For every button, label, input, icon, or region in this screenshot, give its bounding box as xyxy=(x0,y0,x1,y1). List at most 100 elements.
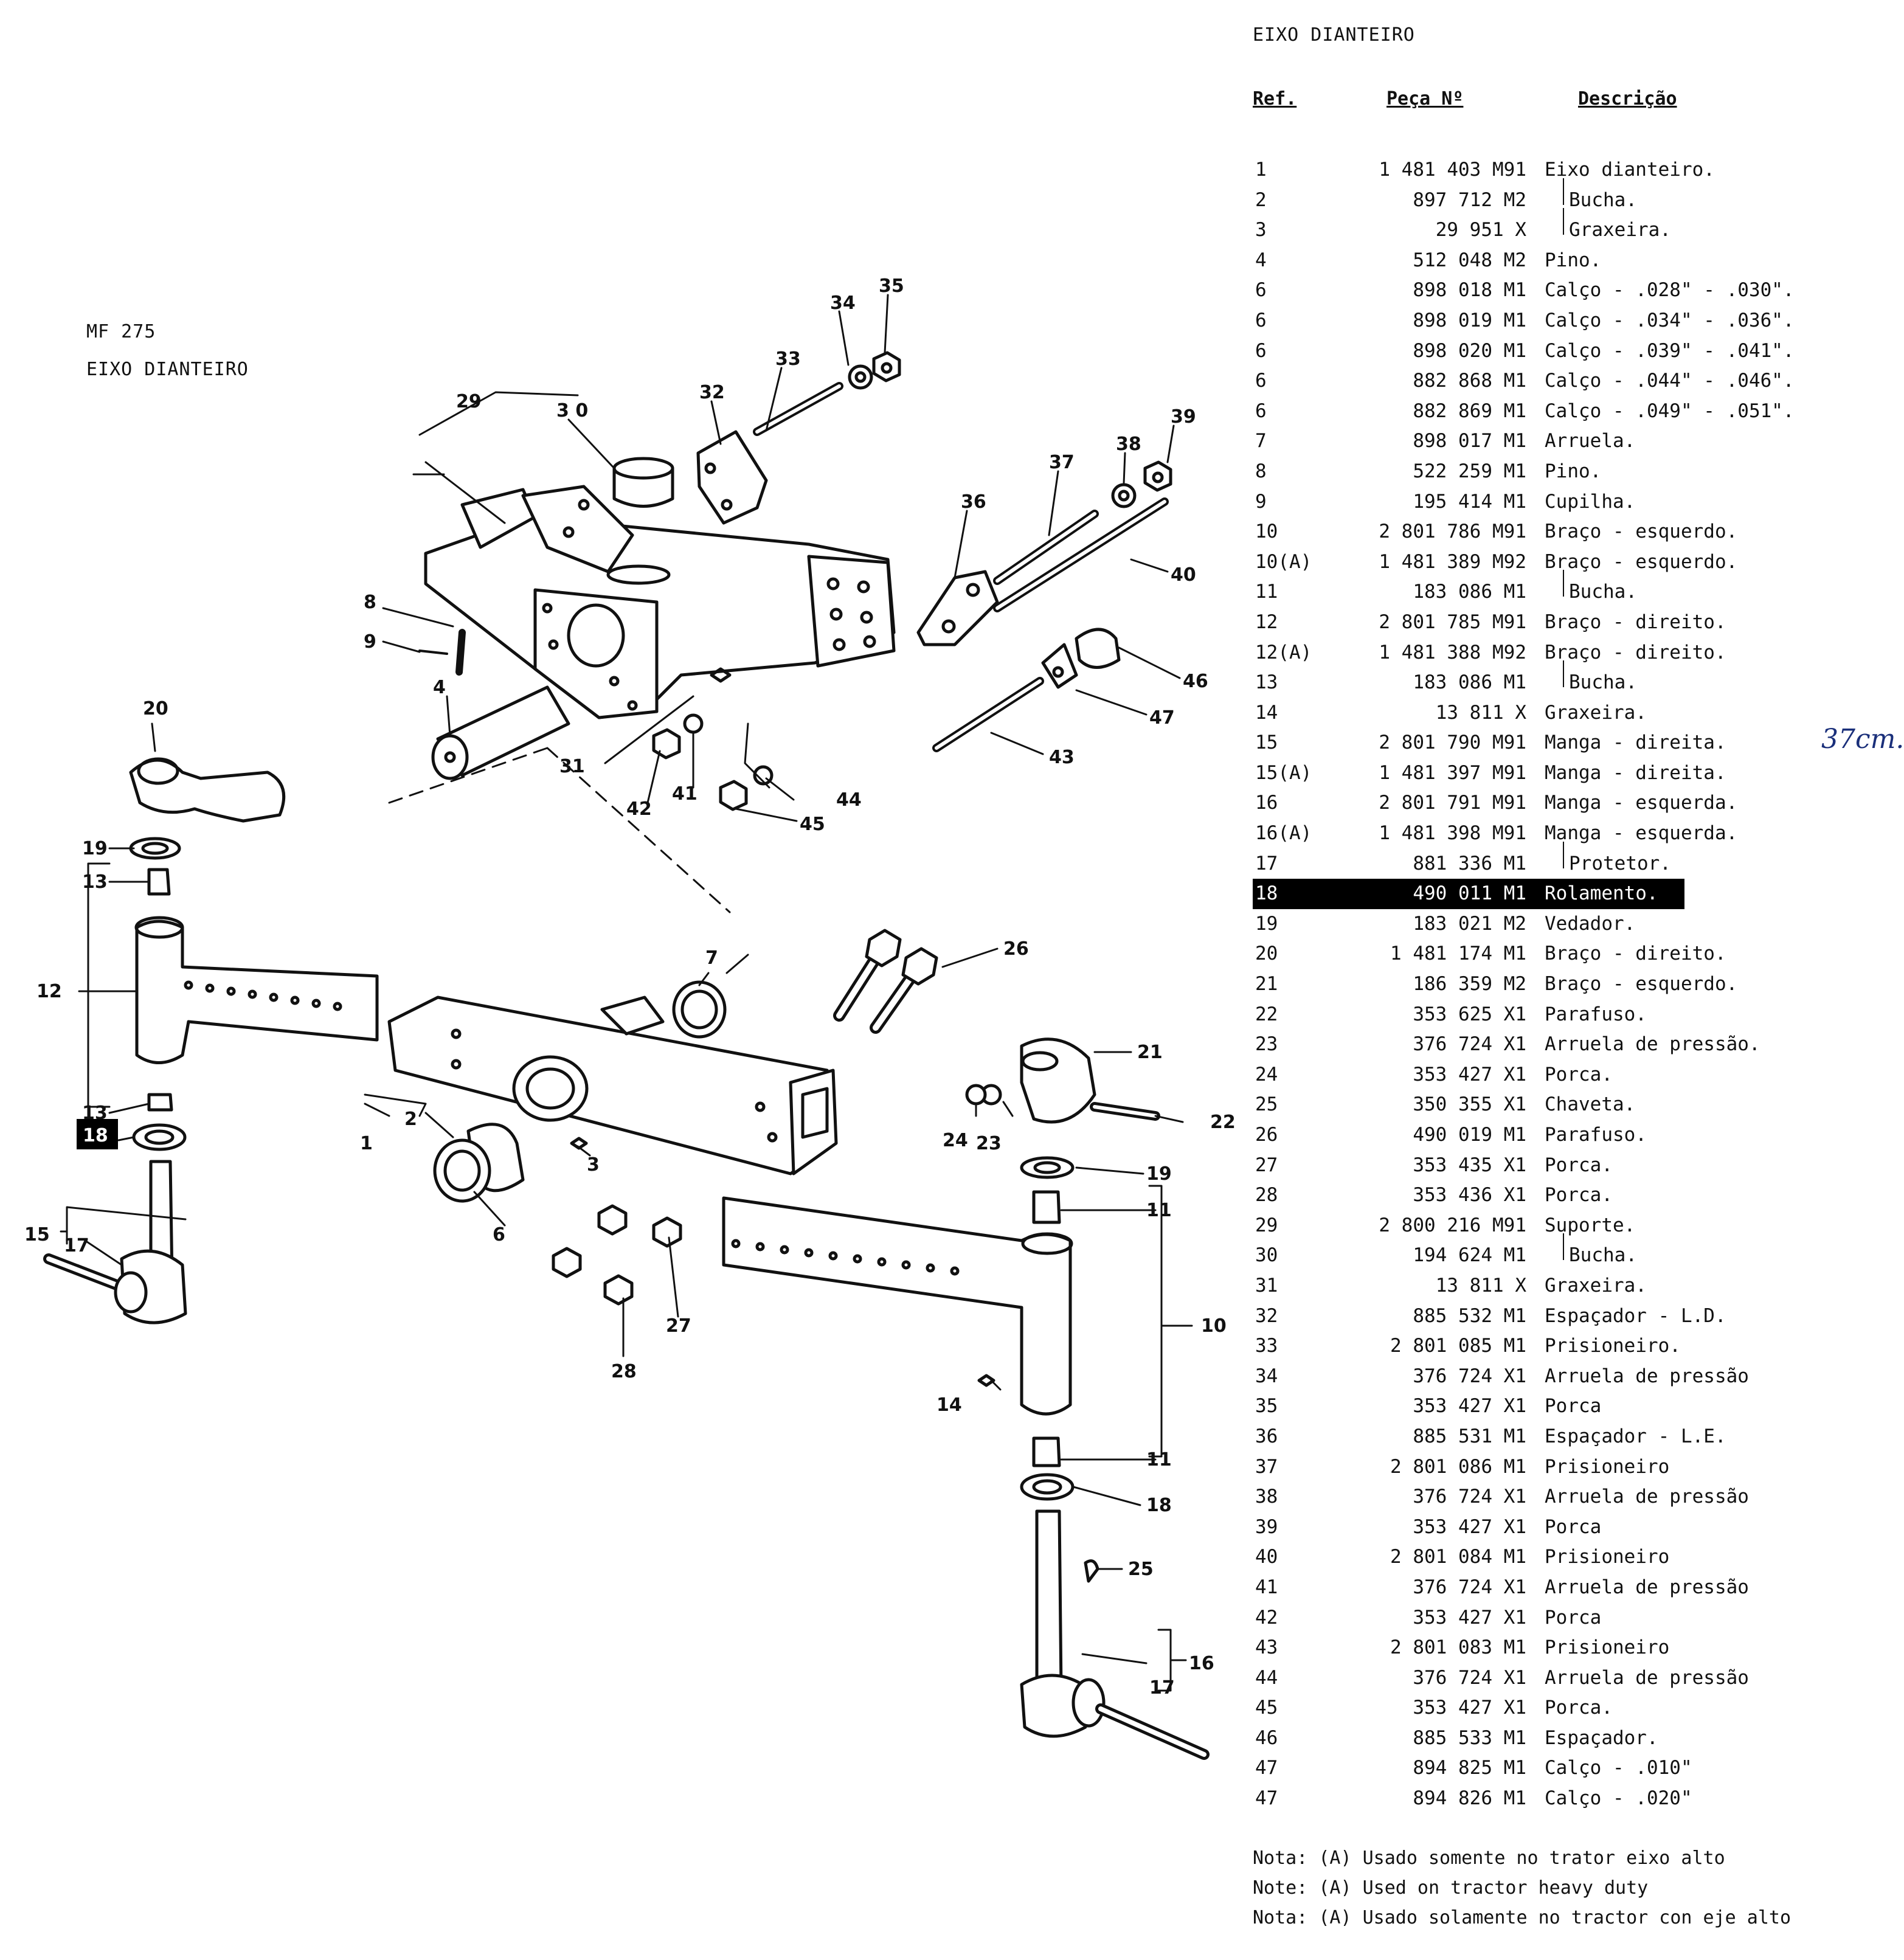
callout-11: 11 xyxy=(1146,1200,1172,1221)
grease-fitting-3-part xyxy=(570,1137,588,1150)
nut-28-part xyxy=(603,1274,634,1306)
callout-13: 13 xyxy=(82,871,108,893)
callout-30: 3 0 xyxy=(556,400,588,421)
part-ref: 6 xyxy=(1255,370,1267,392)
nut-39-part xyxy=(1143,460,1172,492)
callout-43: 43 xyxy=(1049,747,1075,768)
part-number: 186 359 M2 xyxy=(1413,973,1526,996)
part-ref: 16 xyxy=(1255,792,1278,814)
part-number: 898 018 M1 xyxy=(1413,279,1526,302)
callout-33: 33 xyxy=(775,348,801,370)
header-ref: Ref. xyxy=(1253,88,1297,109)
seal-19-right-part xyxy=(1020,1156,1075,1179)
part-ref: 45 xyxy=(1255,1697,1278,1719)
callout-34: 34 xyxy=(830,293,856,314)
nut-45-part xyxy=(719,780,748,811)
callout-19: 19 xyxy=(1146,1163,1172,1185)
part-ref: 41 xyxy=(1255,1576,1278,1598)
part-number: 2 800 216 M91 xyxy=(1379,1214,1526,1236)
washer-38-part xyxy=(1111,483,1137,508)
part-ref: 6 xyxy=(1255,279,1267,302)
part-ref: 20 xyxy=(1255,943,1278,965)
support-bracket-part xyxy=(424,485,896,719)
part-number: 1 481 403 M91 xyxy=(1379,159,1526,181)
callout-42: 42 xyxy=(626,798,652,820)
part-description: Calço - .010" xyxy=(1545,1757,1692,1779)
part-number: 885 533 M1 xyxy=(1413,1726,1526,1749)
callout-10: 10 xyxy=(1201,1315,1227,1337)
part-number: 376 724 X1 xyxy=(1413,1666,1526,1689)
part-ref: 37 xyxy=(1255,1455,1278,1478)
cotter-25-part xyxy=(1084,1559,1099,1583)
part-number: 898 020 M1 xyxy=(1413,339,1526,362)
part-number: 183 021 M2 xyxy=(1413,912,1526,935)
part-description: Pino. xyxy=(1545,460,1602,482)
part-number: 882 868 M1 xyxy=(1413,370,1526,392)
part-number: 490 019 M1 xyxy=(1413,1124,1526,1146)
part-ref: 9 xyxy=(1255,490,1267,513)
part-description: Arruela de pressão xyxy=(1545,1365,1749,1387)
callout-27: 27 xyxy=(666,1315,691,1337)
nut-35-part xyxy=(872,351,901,383)
part-number: 2 801 083 M1 xyxy=(1390,1636,1526,1659)
callout-18: 18 xyxy=(83,1125,108,1146)
callout-7: 7 xyxy=(705,947,718,969)
part-description: Eixo dianteiro. xyxy=(1545,159,1715,181)
nut-27-part xyxy=(652,1216,682,1248)
bushing-13-bottom-part xyxy=(147,1093,173,1112)
part-number: 897 712 M2 xyxy=(1413,189,1526,211)
part-description: Manga - esquerda. xyxy=(1545,792,1738,814)
part-description: Calço - .020" xyxy=(1545,1787,1692,1810)
part-number: 1 481 398 M91 xyxy=(1379,822,1526,845)
part-description: Porca. xyxy=(1545,1697,1613,1719)
part-description: Braço - direito. xyxy=(1545,641,1726,663)
parts-list-title: EIXO DIANTEIRO xyxy=(1253,24,1415,46)
part-number: 881 336 M1 xyxy=(1413,852,1526,874)
part-description: Espaçador - L.D. xyxy=(1545,1304,1726,1327)
part-ref: 26 xyxy=(1255,1124,1278,1146)
part-description: Prisioneiro xyxy=(1545,1455,1670,1478)
spindle-16-part xyxy=(1020,1509,1210,1760)
part-description: Graxeira. xyxy=(1563,208,1671,246)
part-ref: 1 xyxy=(1255,159,1267,181)
part-ref: 8 xyxy=(1255,460,1267,482)
part-number: 2 801 085 M1 xyxy=(1390,1335,1526,1357)
part-ref: 46 xyxy=(1255,1726,1278,1749)
callout-labels: 33 34 35 32 3 0 29 36 37 38 39 40 46 47 … xyxy=(24,275,1236,1699)
part-description: Porca xyxy=(1545,1515,1602,1538)
part-description: Arruela de pressão xyxy=(1545,1486,1749,1508)
part-ref: 47 xyxy=(1255,1757,1278,1779)
front-axle-part xyxy=(387,996,838,1176)
part-ref: 17 xyxy=(1255,852,1278,874)
part-description: Rolamento. xyxy=(1545,882,1658,905)
callout-28: 28 xyxy=(611,1361,637,1382)
part-number: 1 481 397 M91 xyxy=(1379,761,1526,784)
spacer-32-part xyxy=(696,430,768,525)
part-description: Graxeira. xyxy=(1545,701,1647,724)
callout-6: 6 xyxy=(493,1224,505,1245)
part-number: 2 801 791 M91 xyxy=(1379,792,1526,814)
callout-21: 21 xyxy=(1137,1042,1163,1063)
pin-4-part xyxy=(431,685,570,780)
part-number: 885 532 M1 xyxy=(1413,1304,1526,1327)
part-ref: 33 xyxy=(1255,1335,1278,1357)
part-description: Manga - direita. xyxy=(1545,732,1726,754)
part-ref: 19 xyxy=(1255,912,1278,935)
